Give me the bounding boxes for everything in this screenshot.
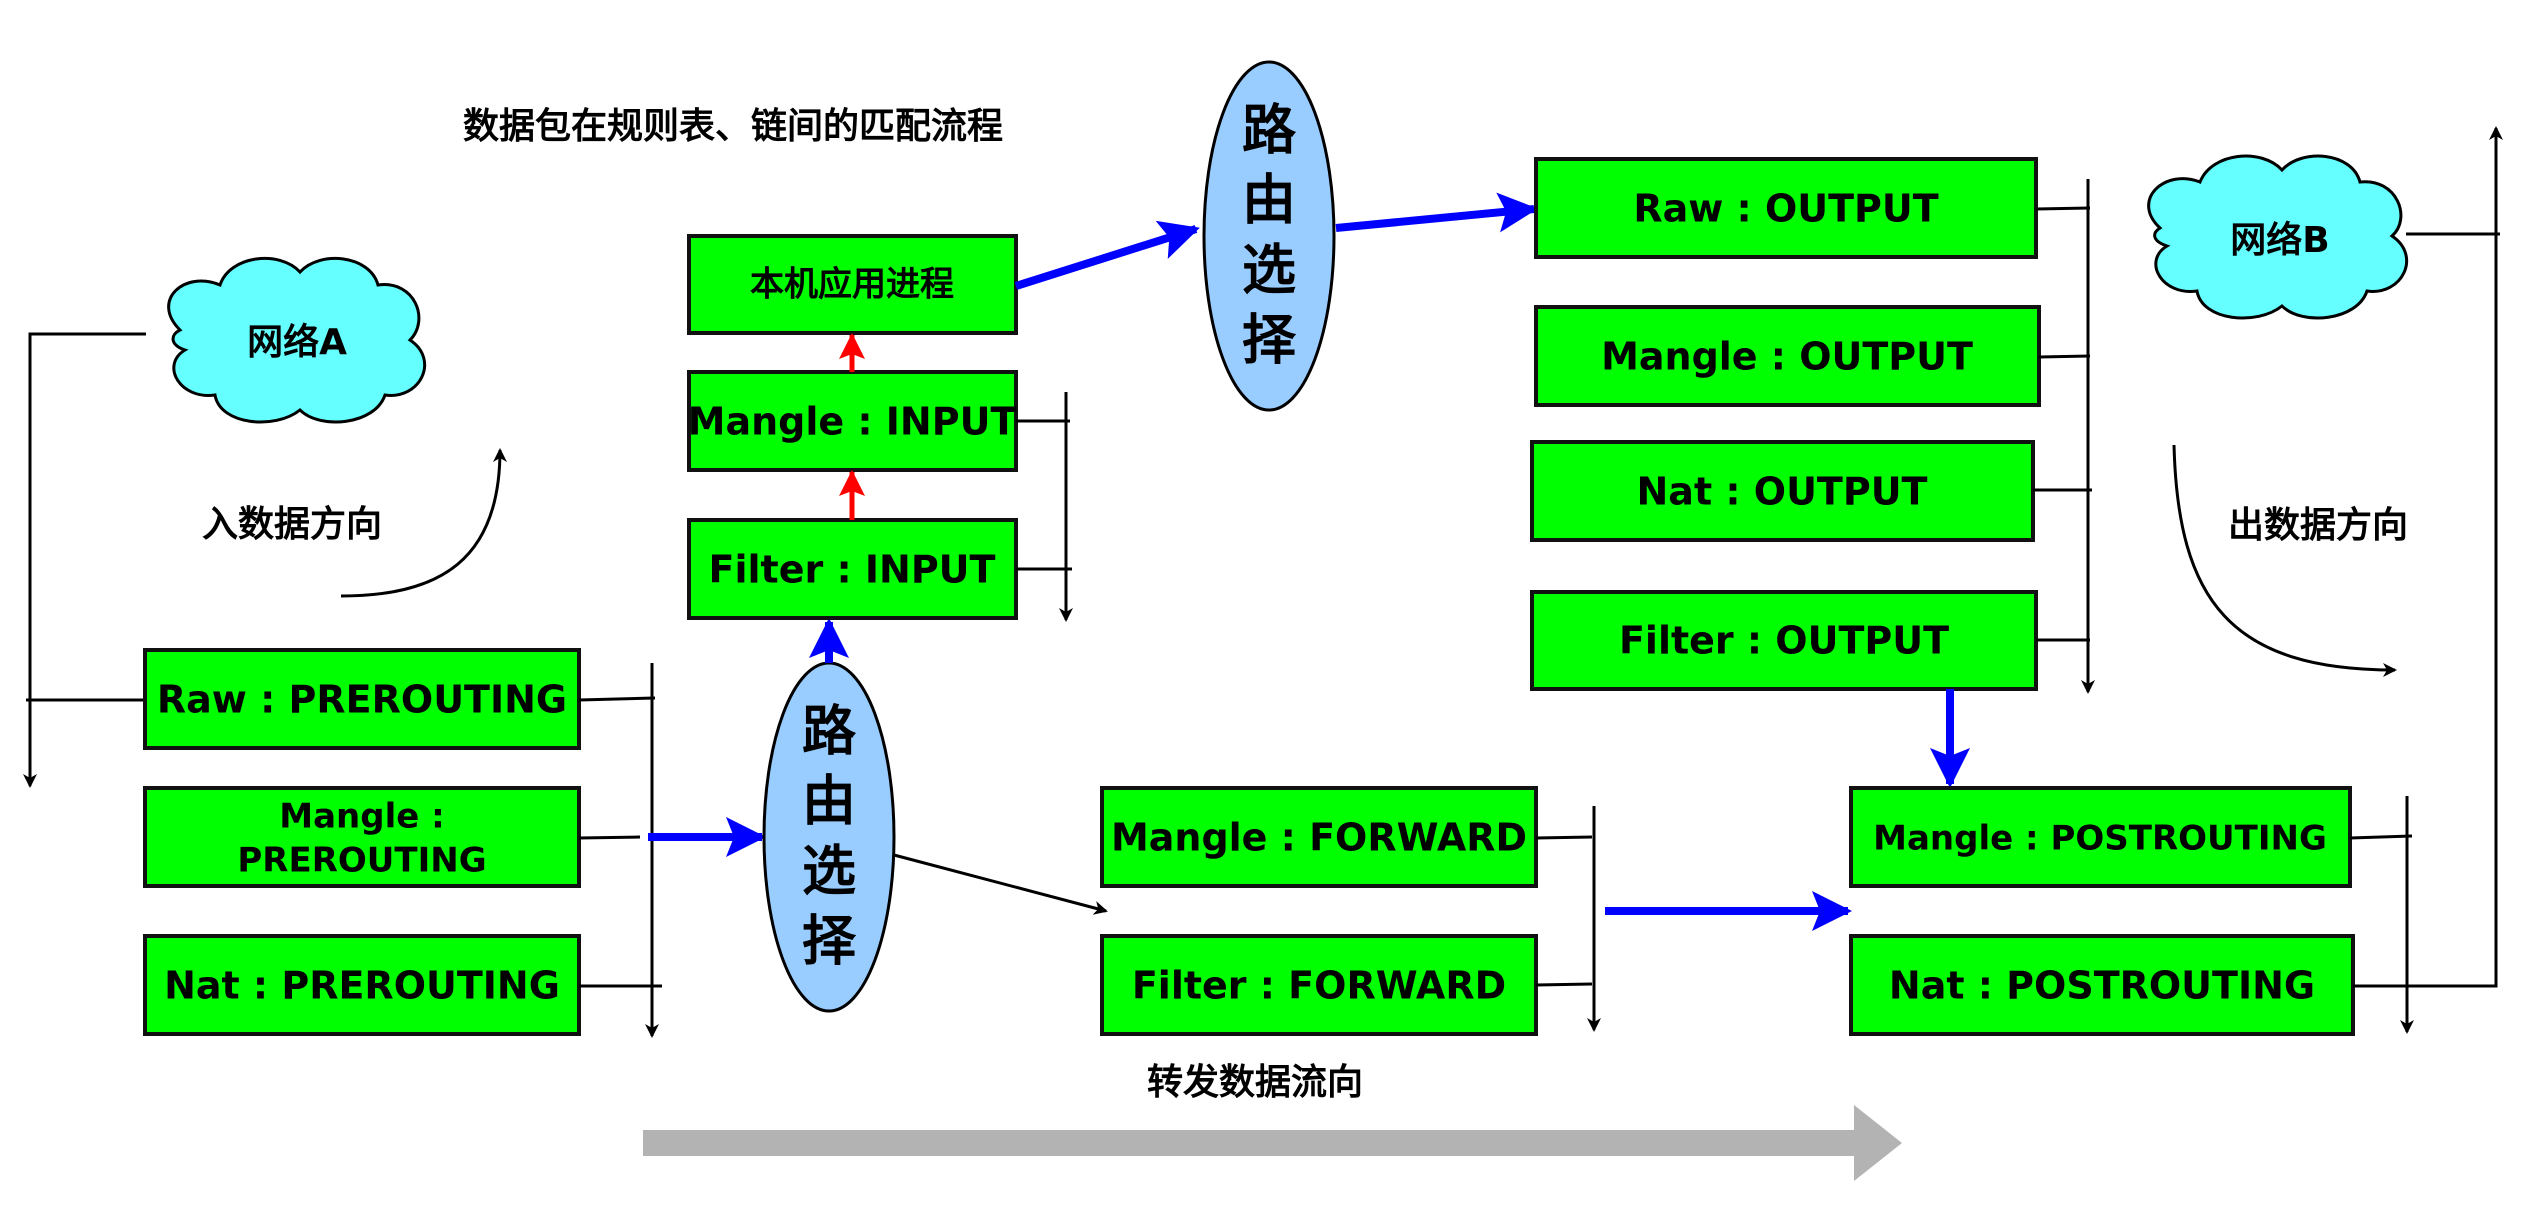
mangle-prerouting-label-1: Mangle : bbox=[279, 797, 444, 837]
connector bbox=[578, 835, 641, 840]
filter-forward-box: Filter : FORWARD bbox=[1100, 934, 1538, 1036]
filter-output-label: Filter : OUTPUT bbox=[1619, 619, 1949, 663]
local-process-box: 本机应用进程 bbox=[687, 234, 1018, 335]
mangle-output-box: Mangle : OUTPUT bbox=[1534, 305, 2041, 407]
routing-char: 择 bbox=[802, 910, 857, 973]
outbound-curve-arrow bbox=[2172, 444, 2397, 677]
routing-char: 路 bbox=[802, 700, 857, 763]
mangle-output-label: Mangle : OUTPUT bbox=[1601, 335, 1973, 379]
connector bbox=[578, 696, 656, 702]
filter-input-box: Filter : INPUT bbox=[687, 518, 1018, 620]
routing-char: 由 bbox=[802, 770, 856, 833]
routing-char: 择 bbox=[1242, 309, 1297, 372]
mangle-prerouting-label-2: PREROUTING bbox=[237, 841, 486, 881]
connector bbox=[2035, 206, 2091, 211]
mangle-input-label: Mangle : INPUT bbox=[688, 400, 1017, 444]
to-forward-arrow bbox=[893, 853, 1108, 915]
filter-input-label: Filter : INPUT bbox=[709, 548, 996, 592]
nat-postrouting-box: Nat : POSTROUTING bbox=[1849, 934, 2355, 1036]
mangle-forward-label: Mangle : FORWARD bbox=[1111, 816, 1527, 860]
inbound-direction-label: 入数据方向 bbox=[202, 504, 382, 545]
nat-postrouting-label: Nat : POSTROUTING bbox=[1889, 964, 2315, 1008]
routing-decision-1: 路 由 选 择 bbox=[762, 661, 896, 1013]
filter-output-box: Filter : OUTPUT bbox=[1530, 590, 2038, 691]
local-process-label: 本机应用进程 bbox=[750, 265, 954, 305]
connector bbox=[2038, 354, 2091, 359]
network-b-label: 网络B bbox=[2230, 219, 2329, 261]
forward-direction-arrow bbox=[643, 1105, 1902, 1181]
outbound-direction-label: 出数据方向 bbox=[2228, 505, 2408, 546]
inbound-curve-arrow bbox=[340, 448, 507, 598]
raw-prerouting-box: Raw : PREROUTING bbox=[143, 648, 581, 750]
routing-decision-2: 路 由 选 择 bbox=[1202, 60, 1336, 412]
nat-output-box: Nat : OUTPUT bbox=[1530, 440, 2035, 542]
routing-2-to-output-arrow bbox=[1335, 192, 1538, 233]
raw-prerouting-label: Raw : PREROUTING bbox=[157, 678, 567, 722]
outbound-line bbox=[2353, 126, 2503, 988]
mangle-input-box: Mangle : INPUT bbox=[687, 370, 1018, 472]
raw-output-label: Raw : OUTPUT bbox=[1633, 187, 1938, 231]
nat-prerouting-label: Nat : PREROUTING bbox=[164, 964, 560, 1008]
raw-output-box: Raw : OUTPUT bbox=[1534, 157, 2038, 259]
connector bbox=[1535, 835, 1593, 840]
filter-forward-label: Filter : FORWARD bbox=[1132, 964, 1506, 1008]
mangle-postrouting-box: Mangle : POSTROUTING bbox=[1849, 786, 2352, 888]
diagram-title: 数据包在规则表、链间的匹配流程 bbox=[463, 106, 1003, 147]
inbound-line bbox=[23, 332, 146, 788]
routing-char: 选 bbox=[802, 840, 856, 903]
network-a-label: 网络A bbox=[247, 321, 347, 363]
nat-prerouting-box: Nat : PREROUTING bbox=[143, 934, 581, 1036]
process-to-routing-2-arrow bbox=[1014, 220, 1200, 290]
forward-direction-label: 转发数据流向 bbox=[1147, 1062, 1363, 1103]
connector bbox=[1535, 982, 1593, 987]
network-b-cloud: 网络B bbox=[2147, 154, 2409, 320]
mangle-postrouting-label: Mangle : POSTROUTING bbox=[1873, 819, 2327, 859]
routing-char: 路 bbox=[1242, 99, 1297, 162]
routing-char: 由 bbox=[1242, 169, 1296, 232]
mangle-prerouting-box: Mangle : PREROUTING bbox=[143, 786, 581, 888]
nat-output-label: Nat : OUTPUT bbox=[1637, 470, 1928, 514]
mangle-forward-box: Mangle : FORWARD bbox=[1100, 786, 1538, 888]
connector bbox=[2349, 834, 2413, 840]
network-a-cloud: 网络A bbox=[167, 257, 427, 424]
routing-char: 选 bbox=[1242, 239, 1296, 302]
